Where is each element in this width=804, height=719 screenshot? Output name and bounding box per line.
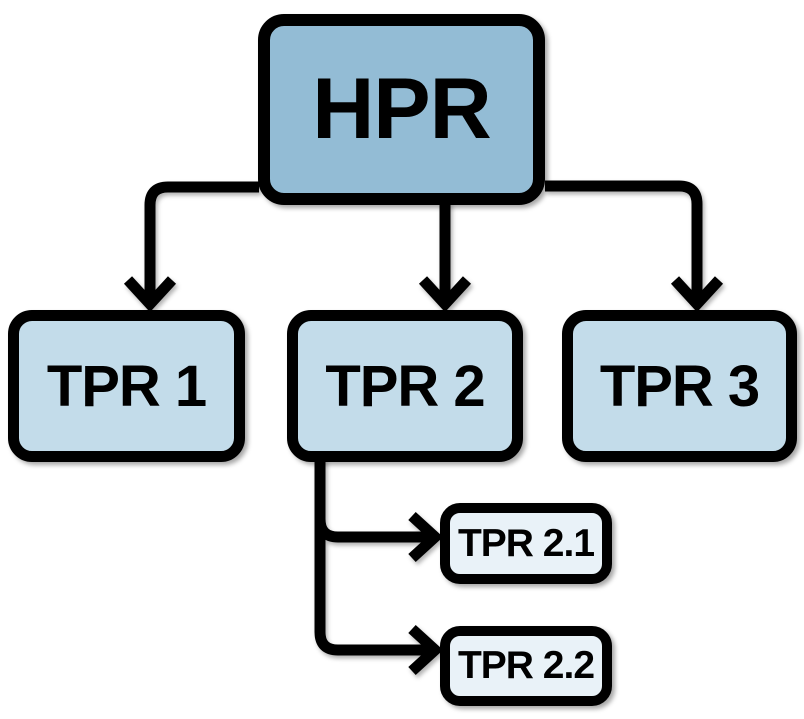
node-tpr-2-2: TPR 2.2 [440,626,612,706]
node-tpr-1-label: TPR 1 [46,353,207,419]
node-tpr-2-1: TPR 2.1 [440,503,612,584]
node-tpr-2: TPR 2 [287,310,523,462]
node-hpr-label: HPR [312,61,492,157]
edge-hpr-tpr2-arrowhead-icon [418,276,472,313]
edge-tpr2-tpr22-line [314,458,430,656]
edge-hpr-tpr3-arrowhead-icon [670,276,724,313]
edge-hpr-tpr1 [123,181,259,313]
edge-hpr-tpr3 [545,180,724,313]
edge-tpr2-tpr21-line [314,458,430,543]
edge-hpr-tpr1-line [144,181,259,299]
node-tpr-2-2-label: TPR 2.2 [457,644,595,687]
edge-tpr2-tpr21-arrowhead-icon [408,511,444,563]
node-tpr-2-label: TPR 2 [325,353,485,419]
edge-tpr2-tpr22 [314,458,444,676]
edge-tpr2-tpr21 [314,458,444,563]
edge-hpr-tpr3-line [545,180,703,299]
edge-hpr-tpr2 [418,202,472,313]
node-tpr-1: TPR 1 [8,310,245,462]
node-tpr-3-label: TPR 3 [599,353,760,419]
node-tpr-3: TPR 3 [562,310,797,462]
node-hpr: HPR [258,14,545,205]
edge-tpr2-tpr22-arrowhead-icon [408,624,444,676]
node-tpr-2-1-label: TPR 2.1 [457,521,595,565]
edge-hpr-tpr1-arrowhead-icon [123,276,177,313]
